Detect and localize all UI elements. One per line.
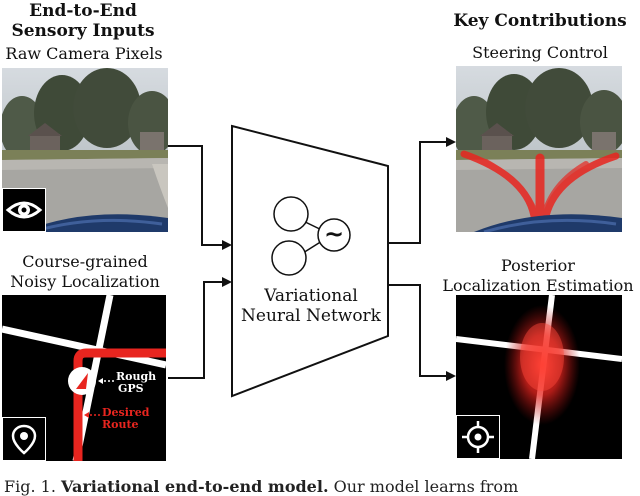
camera-label: Raw Camera Pixels: [5, 44, 163, 63]
steering-label: Steering Control: [472, 43, 608, 62]
network-block: [231, 124, 389, 398]
eye-icon: [2, 188, 46, 232]
localization-label-line1: Course-grained: [22, 252, 148, 271]
caption-bold: Variational end-to-end model.: [61, 477, 329, 496]
outputs-title: Key Contributions: [453, 11, 627, 31]
network-label-line2: Neural Network: [241, 306, 381, 326]
posterior-label: Posterior Localization Estimation: [436, 256, 640, 296]
network-to-steering-arrow: [388, 137, 456, 244]
network-label: Variational Neural Network: [236, 286, 386, 326]
variational-node-symbol: ~: [323, 220, 345, 248]
posterior-map: [456, 295, 622, 459]
network-to-posterior-arrow: [388, 284, 456, 381]
localization-map: Rough GPS Desired Route: [2, 295, 166, 461]
inputs-title: End-to-End Sensory Inputs: [0, 1, 166, 41]
network-node-bottom: [271, 240, 307, 276]
desired-route-line1: Desired: [102, 406, 150, 419]
rough-gps-label: Rough GPS: [116, 371, 156, 395]
rough-gps-line1: Rough: [116, 370, 157, 383]
network-label-line1: Variational: [264, 286, 358, 306]
network-node-top: [273, 196, 309, 232]
posterior-label-line1: Posterior: [501, 256, 575, 275]
localization-label: Course-grained Noisy Localization: [0, 252, 170, 292]
map-pin-icon: [2, 417, 46, 461]
steering-image: [456, 66, 622, 232]
localization-label-line2: Noisy Localization: [10, 272, 160, 291]
camera-to-network-arrow: [168, 145, 232, 250]
inputs-title-line2: Sensory Inputs: [11, 21, 155, 41]
crosshair-icon: [456, 415, 500, 459]
posterior-label-line2: Localization Estimation: [442, 276, 634, 295]
map-to-network-arrow: [168, 277, 232, 379]
network-node-variational: [317, 218, 351, 252]
caption-prefix: Fig. 1.: [4, 477, 56, 496]
caption-rest: Our model learns from: [333, 477, 519, 496]
desired-route-label: Desired Route: [102, 407, 149, 431]
camera-image: [2, 68, 168, 232]
desired-route-line2: Route: [102, 418, 139, 431]
figure-caption: Fig. 1. Variational end-to-end model. Ou…: [4, 477, 518, 496]
rough-gps-line2: GPS: [118, 382, 144, 395]
inputs-title-line1: End-to-End: [29, 1, 137, 21]
